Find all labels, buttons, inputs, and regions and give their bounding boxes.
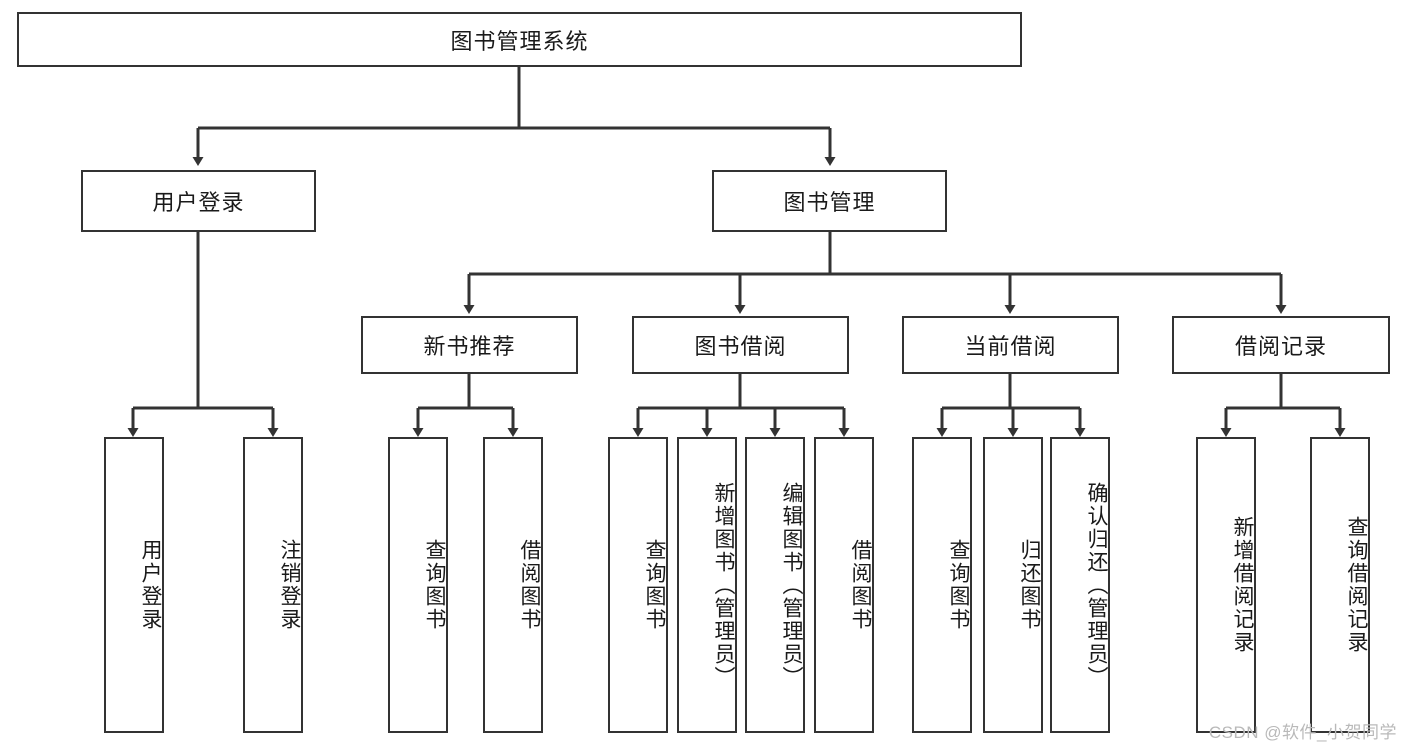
leaf-user-logout-label: 注销登录 bbox=[278, 539, 301, 631]
leaf-return-book[interactable]: 归还图书 bbox=[983, 437, 1043, 733]
leaf-borrow-book-label: 借阅图书 bbox=[849, 539, 872, 631]
node-root-label: 图书管理系统 bbox=[450, 28, 589, 54]
node-book-management[interactable]: 图书管理 bbox=[712, 170, 947, 232]
node-new-book-recommend[interactable]: 新书推荐 bbox=[361, 316, 578, 374]
node-current-borrow-label: 当前借阅 bbox=[964, 334, 1057, 359]
leaf-edit-book-admin[interactable]: 编辑图书（管理员） bbox=[745, 437, 805, 733]
node-user-login-label: 用户登录 bbox=[152, 190, 245, 215]
leaf-query-book-current[interactable]: 查询图书 bbox=[912, 437, 972, 733]
leaf-query-book-recommend[interactable]: 查询图书 bbox=[388, 437, 448, 733]
node-borrow-record[interactable]: 借阅记录 bbox=[1172, 316, 1390, 374]
csdn-watermark: CSDN @软件_小贺同学 bbox=[1208, 723, 1397, 742]
leaf-add-borrow-record[interactable]: 新增借阅记录 bbox=[1196, 437, 1256, 733]
leaf-query-book-recommend-label: 查询图书 bbox=[423, 539, 446, 631]
leaf-borrow-book[interactable]: 借阅图书 bbox=[814, 437, 874, 733]
leaf-edit-book-admin-label: 编辑图书（管理员） bbox=[780, 481, 803, 689]
node-book-management-label: 图书管理 bbox=[783, 190, 876, 215]
node-root[interactable]: 图书管理系统 bbox=[17, 12, 1022, 67]
node-book-borrow[interactable]: 图书借阅 bbox=[632, 316, 849, 374]
leaf-query-borrow-record-label: 查询借阅记录 bbox=[1345, 516, 1368, 654]
leaf-query-borrow-record[interactable]: 查询借阅记录 bbox=[1310, 437, 1370, 733]
node-borrow-record-label: 借阅记录 bbox=[1234, 334, 1327, 359]
leaf-confirm-return-admin-label: 确认归还（管理员） bbox=[1085, 481, 1108, 689]
leaf-borrow-book-recommend[interactable]: 借阅图书 bbox=[483, 437, 543, 733]
node-user-login[interactable]: 用户登录 bbox=[81, 170, 316, 232]
leaf-query-book-borrow-label: 查询图书 bbox=[643, 539, 666, 631]
leaf-add-borrow-record-label: 新增借阅记录 bbox=[1231, 516, 1254, 654]
leaf-return-book-label: 归还图书 bbox=[1018, 539, 1041, 631]
leaf-user-logout[interactable]: 注销登录 bbox=[243, 437, 303, 733]
leaf-add-book-admin[interactable]: 新增图书（管理员） bbox=[677, 437, 737, 733]
leaf-query-book-current-label: 查询图书 bbox=[947, 539, 970, 631]
leaf-query-book-borrow[interactable]: 查询图书 bbox=[608, 437, 668, 733]
node-book-borrow-label: 图书借阅 bbox=[694, 334, 787, 359]
node-new-book-recommend-label: 新书推荐 bbox=[423, 334, 516, 359]
leaf-user-login-label: 用户登录 bbox=[139, 539, 162, 631]
leaf-confirm-return-admin[interactable]: 确认归还（管理员） bbox=[1050, 437, 1110, 733]
leaf-borrow-book-recommend-label: 借阅图书 bbox=[518, 539, 541, 631]
leaf-user-login[interactable]: 用户登录 bbox=[104, 437, 164, 733]
node-current-borrow[interactable]: 当前借阅 bbox=[902, 316, 1119, 374]
leaf-add-book-admin-label: 新增图书（管理员） bbox=[712, 481, 735, 689]
